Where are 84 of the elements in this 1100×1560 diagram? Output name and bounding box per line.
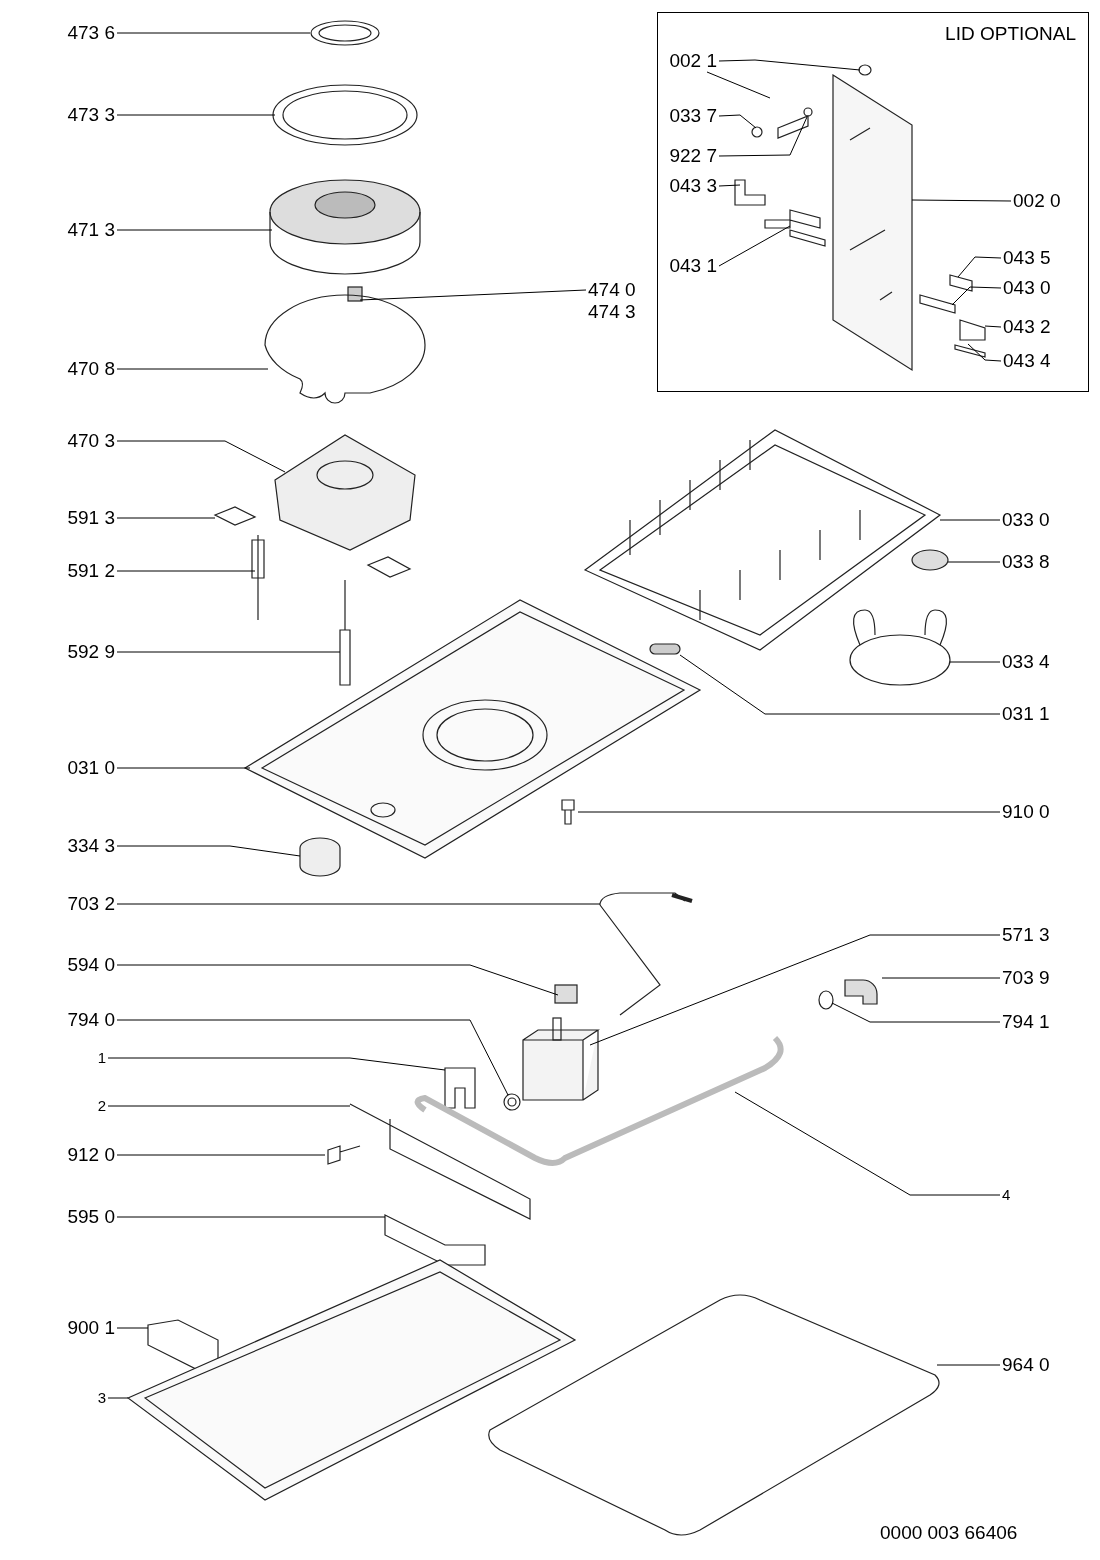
callout-number: 033 4 bbox=[1002, 651, 1050, 673]
callout-number: 043 0 bbox=[1003, 277, 1051, 299]
callout-number: 002 1 bbox=[669, 50, 717, 72]
callout-number: 471 3 bbox=[67, 219, 115, 241]
leader-line bbox=[116, 1019, 509, 1096]
callout-number: 4 bbox=[1002, 1184, 1011, 1206]
callout-number: 470 8 bbox=[67, 358, 115, 380]
leader-line bbox=[577, 811, 1001, 813]
leader-line bbox=[881, 977, 1001, 979]
leader-line bbox=[718, 116, 808, 157]
leader-line bbox=[116, 32, 311, 34]
callout-number: 033 0 bbox=[1002, 509, 1050, 531]
leader-line bbox=[116, 1327, 149, 1329]
leader-line bbox=[116, 903, 601, 905]
leader-line bbox=[107, 1397, 129, 1399]
leader-line bbox=[116, 570, 256, 572]
leader-line bbox=[951, 286, 1002, 306]
leader-line bbox=[116, 114, 276, 116]
callout-number: 043 1 bbox=[669, 255, 717, 277]
callout-number: 794 1 bbox=[1002, 1011, 1050, 1033]
leader-line bbox=[116, 845, 301, 857]
callout-number: 473 6 bbox=[67, 22, 115, 44]
leader-line bbox=[359, 289, 587, 301]
leader-line bbox=[116, 1154, 326, 1156]
callout-number: 043 4 bbox=[1003, 350, 1051, 372]
callout-number: 900 1 bbox=[67, 1317, 115, 1339]
callout-number: 571 3 bbox=[1002, 924, 1050, 946]
callout-number: 591 2 bbox=[67, 560, 115, 582]
callout-number: 922 7 bbox=[669, 145, 717, 167]
leader-line bbox=[116, 229, 273, 231]
callout-number: 002 0 bbox=[1013, 190, 1061, 212]
leader-line bbox=[116, 440, 286, 473]
callout-number: 043 5 bbox=[1003, 247, 1051, 269]
leader-line bbox=[679, 654, 1001, 715]
drawing-number: 0000 003 66406 bbox=[880, 1522, 1018, 1544]
leader-line bbox=[949, 661, 1001, 663]
leader-line bbox=[967, 343, 1002, 362]
leader-line bbox=[116, 1216, 386, 1218]
callout-number: 592 9 bbox=[67, 641, 115, 663]
callout-number: 033 8 bbox=[1002, 551, 1050, 573]
leader-line bbox=[116, 767, 251, 769]
leader-line bbox=[116, 964, 559, 996]
callout-number: 594 0 bbox=[67, 954, 115, 976]
callout-number: 474 0 474 3 bbox=[588, 279, 636, 323]
leader-line bbox=[718, 184, 741, 187]
callout-number: 043 3 bbox=[669, 175, 717, 197]
option-panel bbox=[657, 12, 1089, 392]
leader-line bbox=[947, 561, 1001, 563]
panel-heading: LID OPTIONAL bbox=[945, 23, 1076, 45]
callout-number: 794 0 bbox=[67, 1009, 115, 1031]
leader-line bbox=[718, 114, 757, 129]
callout-number: 591 3 bbox=[67, 507, 115, 529]
leader-line bbox=[116, 651, 341, 653]
callout-number: 031 0 bbox=[67, 757, 115, 779]
callout-number: 910 0 bbox=[1002, 801, 1050, 823]
callout-number: 703 9 bbox=[1002, 967, 1050, 989]
callout-number: 334 3 bbox=[67, 835, 115, 857]
callout-number: 912 0 bbox=[67, 1144, 115, 1166]
callout-number: 2 bbox=[97, 1095, 106, 1117]
leader-line bbox=[831, 1002, 1001, 1023]
leader-line bbox=[718, 59, 861, 71]
callout-number: 595 0 bbox=[67, 1206, 115, 1228]
leader-line bbox=[107, 1057, 446, 1071]
callout-number: 703 2 bbox=[67, 893, 115, 915]
callout-number: 3 bbox=[97, 1387, 106, 1409]
leader-line bbox=[718, 225, 791, 267]
callout-number: 1 bbox=[97, 1047, 106, 1069]
callout-number: 470 3 bbox=[67, 430, 115, 452]
callout-number: 473 3 bbox=[67, 104, 115, 126]
leader-line bbox=[939, 519, 1001, 521]
callout-number: 031 1 bbox=[1002, 703, 1050, 725]
callout-number: 033 7 bbox=[669, 105, 717, 127]
leader-line bbox=[911, 199, 1012, 202]
leader-line bbox=[116, 368, 269, 370]
leader-line bbox=[107, 1105, 351, 1107]
leader-line bbox=[984, 325, 1002, 328]
callout-number: 043 2 bbox=[1003, 316, 1051, 338]
leader-line bbox=[116, 517, 216, 519]
leader-line bbox=[936, 1364, 1001, 1366]
leader-line bbox=[589, 934, 1001, 1046]
leader-line bbox=[734, 1091, 1001, 1196]
leader-line bbox=[706, 71, 771, 99]
callout-number: 964 0 bbox=[1002, 1354, 1050, 1376]
leader-line bbox=[957, 256, 1002, 278]
